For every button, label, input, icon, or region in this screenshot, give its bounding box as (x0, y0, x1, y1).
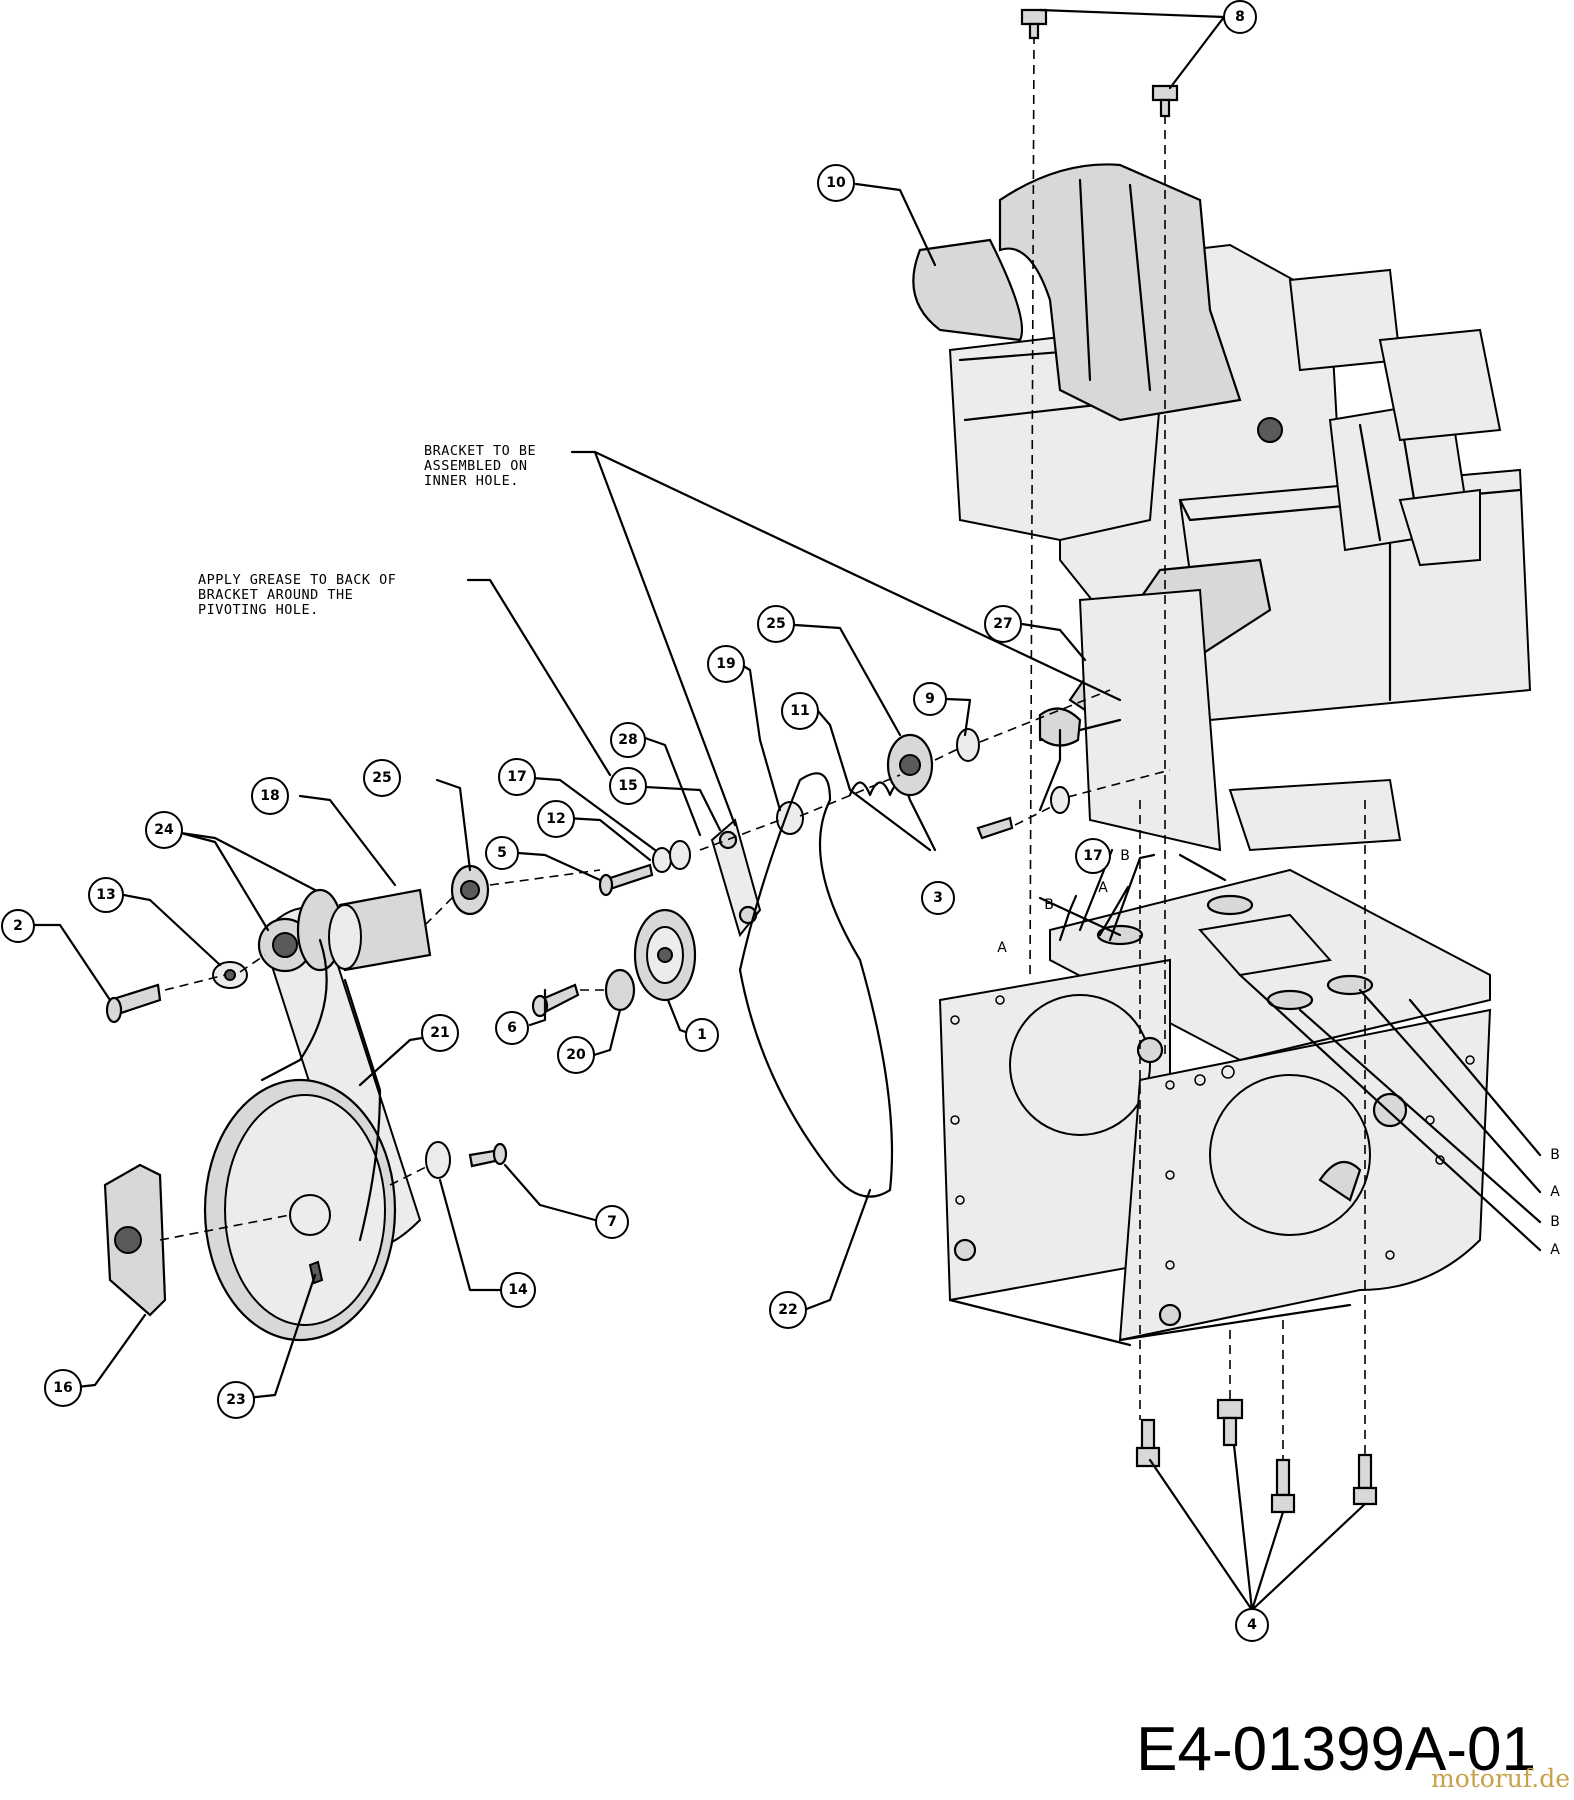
letter-A: A (997, 940, 1007, 956)
svg-text:27: 27 (993, 616, 1012, 632)
engine-assembly (912, 163, 1532, 852)
callout-17-left: 17 (498, 758, 536, 796)
assembly-centerlines (159, 34, 1366, 1460)
callout-13: 13 (88, 877, 124, 913)
callout-3: 3 (921, 881, 955, 915)
callout-5: 5 (485, 836, 519, 870)
attach-letters: A B A B B A B A (997, 848, 1560, 1258)
frame-assembly (938, 868, 1492, 1347)
svg-text:11: 11 (790, 703, 809, 719)
callout-12: 12 (537, 800, 575, 838)
callout-7: 7 (595, 1205, 629, 1239)
svg-text:16: 16 (53, 1380, 72, 1396)
callout-6: 6 (495, 1011, 529, 1045)
svg-text:2: 2 (13, 918, 23, 934)
svg-text:3: 3 (933, 890, 943, 906)
svg-text:25: 25 (766, 616, 785, 632)
callout-18: 18 (251, 777, 289, 815)
note-leaders (466, 450, 1122, 827)
letter-A: A (1550, 1242, 1560, 1258)
svg-text:15: 15 (618, 778, 637, 794)
watermark-logo: motoruf.de (1430, 1764, 1570, 1793)
fastener-bolts (1020, 8, 1378, 1514)
drive-components (103, 728, 1070, 1342)
svg-text:17: 17 (507, 769, 526, 785)
callout-21: 21 (421, 1014, 459, 1052)
svg-text:1: 1 (697, 1027, 707, 1043)
callout-16: 16 (44, 1369, 82, 1407)
callout-24: 24 (145, 811, 183, 849)
callout-11: 11 (781, 692, 819, 730)
letter-A: A (1550, 1184, 1560, 1200)
svg-text:4: 4 (1247, 1617, 1257, 1633)
callout-8: 8 (1223, 0, 1257, 34)
svg-text:23: 23 (226, 1392, 245, 1408)
callout-23: 23 (217, 1381, 255, 1419)
callout-14: 14 (500, 1272, 536, 1308)
callout-10: 10 (817, 164, 855, 202)
callout-27: 27 (984, 605, 1022, 643)
callout-1: 1 (685, 1018, 719, 1052)
svg-text:19: 19 (716, 656, 735, 672)
callout-17-right: 17 (1075, 838, 1111, 874)
svg-text:13: 13 (96, 887, 115, 903)
callout-25-left: 25 (363, 759, 401, 797)
letter-B: B (1550, 1147, 1560, 1163)
svg-text:24: 24 (154, 822, 174, 838)
note-apply-grease: APPLY GREASE TO BACK OF BRACKET AROUND T… (198, 572, 397, 618)
callout-28: 28 (610, 722, 646, 758)
callout-25-right: 25 (757, 605, 795, 643)
callout-22: 22 (769, 1291, 807, 1329)
svg-text:10: 10 (826, 175, 846, 191)
callout-9: 9 (913, 682, 947, 716)
svg-text:22: 22 (778, 1302, 797, 1318)
note-bracket-inner-hole: BRACKET TO BE ASSEMBLED ON INNER HOLE. (424, 443, 537, 489)
svg-text:14: 14 (508, 1282, 528, 1298)
svg-text:9: 9 (925, 691, 935, 707)
callout-19: 19 (707, 645, 745, 683)
letter-B: B (1120, 848, 1130, 864)
svg-text:18: 18 (260, 788, 279, 804)
letter-A: A (1098, 880, 1108, 896)
svg-text:25: 25 (372, 770, 391, 786)
svg-text:20: 20 (566, 1047, 586, 1063)
callout-4: 4 (1235, 1608, 1269, 1642)
svg-text:17: 17 (1083, 848, 1102, 864)
svg-text:7: 7 (607, 1214, 617, 1230)
callout-20: 20 (557, 1036, 595, 1074)
svg-text:8: 8 (1235, 9, 1245, 25)
letter-B: B (1550, 1214, 1560, 1230)
svg-text:12: 12 (546, 811, 565, 827)
callout-15: 15 (609, 767, 647, 805)
svg-text:5: 5 (497, 845, 507, 861)
letter-B: B (1044, 897, 1054, 913)
svg-text:28: 28 (618, 732, 637, 748)
svg-text:21: 21 (430, 1025, 449, 1041)
svg-text:6: 6 (507, 1020, 517, 1036)
drawing-code: E4-01399A-01 (1136, 1715, 1536, 1784)
callout-2: 2 (1, 909, 35, 943)
